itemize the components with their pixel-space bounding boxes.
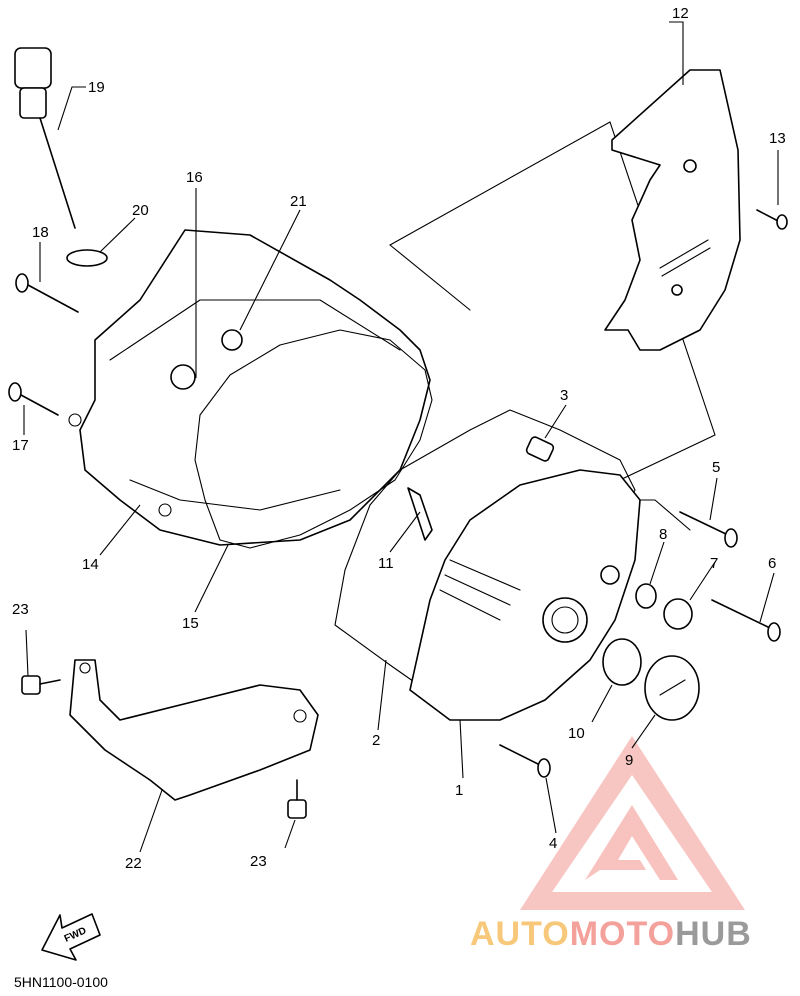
part-23-bolt-bottom (287, 779, 307, 819)
forward-direction-arrow: FWD (41, 913, 101, 961)
part-11-clamp (407, 487, 433, 541)
callout-4: 4 (549, 835, 557, 852)
part-8-o-ring (635, 583, 657, 609)
watermark-text: AUTOMOTOHUB (470, 915, 752, 954)
part-12-cover (604, 69, 741, 351)
leader-lines (23, 21, 779, 853)
part-15-gasket (194, 329, 433, 549)
part-10-o-ring (602, 638, 642, 686)
callout-8: 8 (659, 526, 667, 543)
callout-13: 13 (769, 130, 786, 147)
part-14-crankcase-cover (68, 229, 431, 546)
callout-17: 17 (12, 437, 29, 454)
callout-5: 5 (712, 459, 720, 476)
part-17-bolt (8, 382, 59, 416)
part-18-bolt (15, 273, 79, 313)
part-3-dowel (525, 436, 555, 462)
part-9-plug (644, 655, 700, 721)
watermark-part-hub: HUB (675, 915, 752, 953)
callout-20: 20 (132, 202, 149, 219)
part-4-bolt (499, 744, 551, 778)
callout-22: 22 (125, 855, 142, 872)
watermark-part-moto: MOTO (569, 915, 676, 953)
callout-10: 10 (568, 725, 585, 742)
part-20-o-ring (66, 249, 108, 267)
callout-21: 21 (290, 193, 307, 210)
callout-12: 12 (672, 5, 689, 22)
watermark-part-auto: AUTO (470, 915, 570, 953)
callout-6: 6 (768, 555, 776, 572)
part-6-bolt (711, 599, 781, 642)
callout-7: 7 (710, 555, 718, 572)
part-5-bolt (679, 511, 738, 548)
callout-labels: 1 2 3 4 5 6 7 8 9 10 11 12 13 14 15 16 1… (12, 5, 786, 872)
part-22-skid-plate (69, 659, 319, 801)
callout-3: 3 (560, 387, 568, 404)
part-7-plug (663, 598, 693, 630)
callout-11: 11 (378, 555, 394, 572)
callout-23-bottom: 23 (250, 853, 267, 870)
callout-18: 18 (32, 224, 49, 241)
part-19-dipstick (14, 47, 76, 229)
part-23-bolt-left (21, 675, 61, 695)
part-1-crankcase-cover (409, 469, 641, 721)
part-13-bolt (756, 209, 788, 230)
watermark-logo (520, 736, 745, 910)
callout-15: 15 (182, 615, 199, 632)
callout-16: 16 (186, 169, 203, 186)
callout-2: 2 (372, 732, 380, 749)
document-code: 5HN1100-0100 (14, 974, 108, 990)
callout-1: 1 (455, 782, 463, 799)
callout-9: 9 (625, 752, 633, 769)
callout-14: 14 (82, 556, 99, 573)
callout-19: 19 (88, 79, 105, 96)
callout-23-left: 23 (12, 601, 29, 618)
